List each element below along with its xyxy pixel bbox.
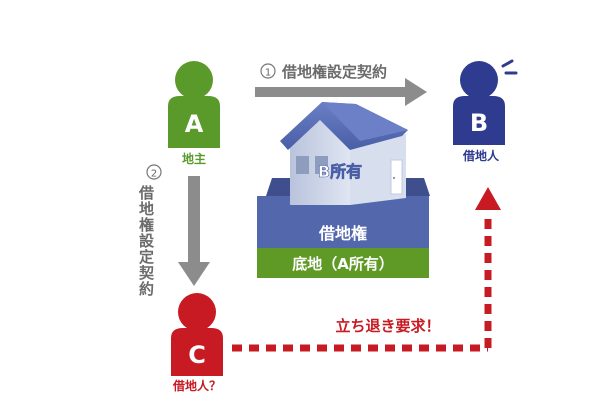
person-a-head [175,61,213,99]
contract-text-2: 借地権設定契約 [137,184,155,297]
person-b-letter: B [470,109,488,137]
leasehold-label: 借地権 [318,224,367,243]
person-b-head [460,61,498,99]
person-c-role: 借地人？ [172,378,221,393]
person-a-role: 地主 [182,151,206,166]
contract-arrow-a-to-b [255,78,427,106]
person-b: B 借地人 [453,61,516,163]
contract-label-2: 2 借地権設定契約 [137,165,161,297]
person-a: A 地主 [168,61,220,166]
person-a-letter: A [185,110,204,138]
contract-text-1: 借地権設定契約 [281,63,387,81]
contract-number-1: 1 [265,68,271,79]
eviction-label: 立ち退き要求！ [335,317,440,335]
house: B所有 [280,102,408,205]
person-c-letter: C [188,341,206,369]
person-b-role: 借地人 [462,148,500,163]
contract-arrow-a-to-c [178,176,210,286]
person-c-head [178,293,216,331]
house-window-left [296,156,309,174]
house-label: B所有 [318,162,362,181]
contract-label-1: 1 借地権設定契約 [261,63,387,81]
contract-number-2: 2 [151,169,157,180]
house-door [391,160,402,194]
surprise-marks-icon [503,61,516,73]
base-land-label: 底地（A所有） [292,255,394,273]
person-c: C 借地人？ [171,293,223,393]
